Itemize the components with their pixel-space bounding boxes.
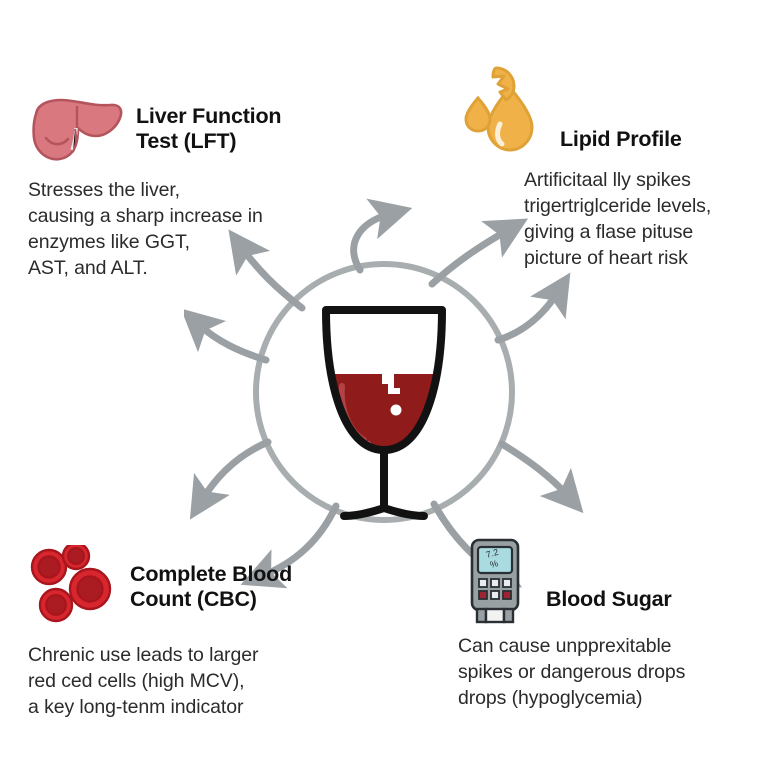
body-line: trigertriglceride levels,: [524, 194, 712, 217]
title-line: Lipid Profile: [560, 126, 682, 151]
arrow-left-upper: [184, 308, 270, 364]
block-header-cbc: Complete Blood Count (CBC): [28, 541, 328, 629]
arrow-up: [350, 198, 413, 274]
arrow-up-right: [428, 218, 529, 288]
wine-bubble-highlight: [390, 404, 402, 416]
body-line: picture of heart risk: [524, 246, 688, 269]
svg-text:%: %: [489, 558, 499, 570]
red-blood-cells-icon: [28, 541, 120, 629]
body-line: Stresses the liver,: [28, 179, 180, 201]
block-title-cbc: Complete Blood Count (CBC): [130, 562, 305, 612]
block-blood-sugar: 7.2 % Blood S: [458, 536, 758, 712]
wine-pour-highlight: [382, 374, 400, 394]
body-line: causing a sharp increase in: [28, 204, 263, 227]
block-title-lft: Liver Function Test (LFT): [136, 104, 296, 154]
body-line: enzymes like GGT,: [28, 230, 190, 253]
body-line: Chrenic use leads to larger: [28, 644, 259, 666]
block-lipid-profile: Lipid Profile Artificitaal lly spikes tr…: [462, 62, 762, 272]
body-line: red ced cells (high MCV),: [28, 669, 245, 692]
body-line: AST, and ALT.: [28, 256, 148, 279]
title-line: Test (LFT): [136, 129, 237, 153]
svg-text:7.2: 7.2: [485, 547, 500, 560]
arrow-up-left: [228, 229, 306, 312]
block-body-cbc: Chrenic use leads to larger red ced cell…: [28, 643, 328, 721]
wine-liquid: [332, 374, 436, 448]
block-header-lft: Liver Function Test (LFT): [28, 94, 324, 164]
oil-droplet-icon: [462, 62, 548, 158]
wine-glass-icon: [322, 306, 446, 520]
body-line: Artificitaal lly spikes: [524, 169, 691, 191]
body-line: spikes or dangerous drops: [458, 660, 686, 683]
block-header-sugar: 7.2 % Blood S: [458, 536, 758, 624]
block-body-lft: Stresses the liver, causing a sharp incr…: [28, 178, 324, 282]
block-complete-blood-count: Complete Blood Count (CBC) Chrenic use l…: [28, 541, 328, 721]
block-title-lipid: Lipid Profile: [560, 127, 682, 158]
arrow-right-lower: [498, 440, 584, 514]
body-line: drops (hypoglycemia): [458, 686, 643, 709]
glucometer-icon: 7.2 %: [458, 536, 534, 624]
title-line: Liver Function: [136, 103, 282, 128]
block-body-sugar: Can cause unpprexitable spikes or danger…: [458, 634, 758, 712]
arrow-left-lower: [189, 438, 272, 520]
body-line: a key long-tenm indicator: [28, 695, 244, 718]
liver-icon: [28, 94, 126, 164]
title-line: Complete Blood: [130, 561, 293, 586]
arrow-down-left: [240, 502, 340, 589]
body-line: Can cause unpprexitable: [458, 635, 672, 657]
title-line: Count (CBC): [130, 587, 257, 611]
block-liver-function-test: Liver Function Test (LFT) Stresses the l…: [28, 94, 324, 282]
central-diagram: [184, 192, 584, 592]
block-body-lipid: Artificitaal lly spikes trigertriglcerid…: [524, 168, 762, 272]
glass-base: [340, 504, 428, 520]
block-title-sugar: Blood Sugar: [546, 587, 672, 624]
arrow-right: [494, 272, 571, 344]
title-line: Blood Sugar: [546, 586, 672, 611]
block-header-lipid: Lipid Profile: [462, 62, 762, 158]
body-line: giving a flase pituse: [524, 220, 694, 243]
